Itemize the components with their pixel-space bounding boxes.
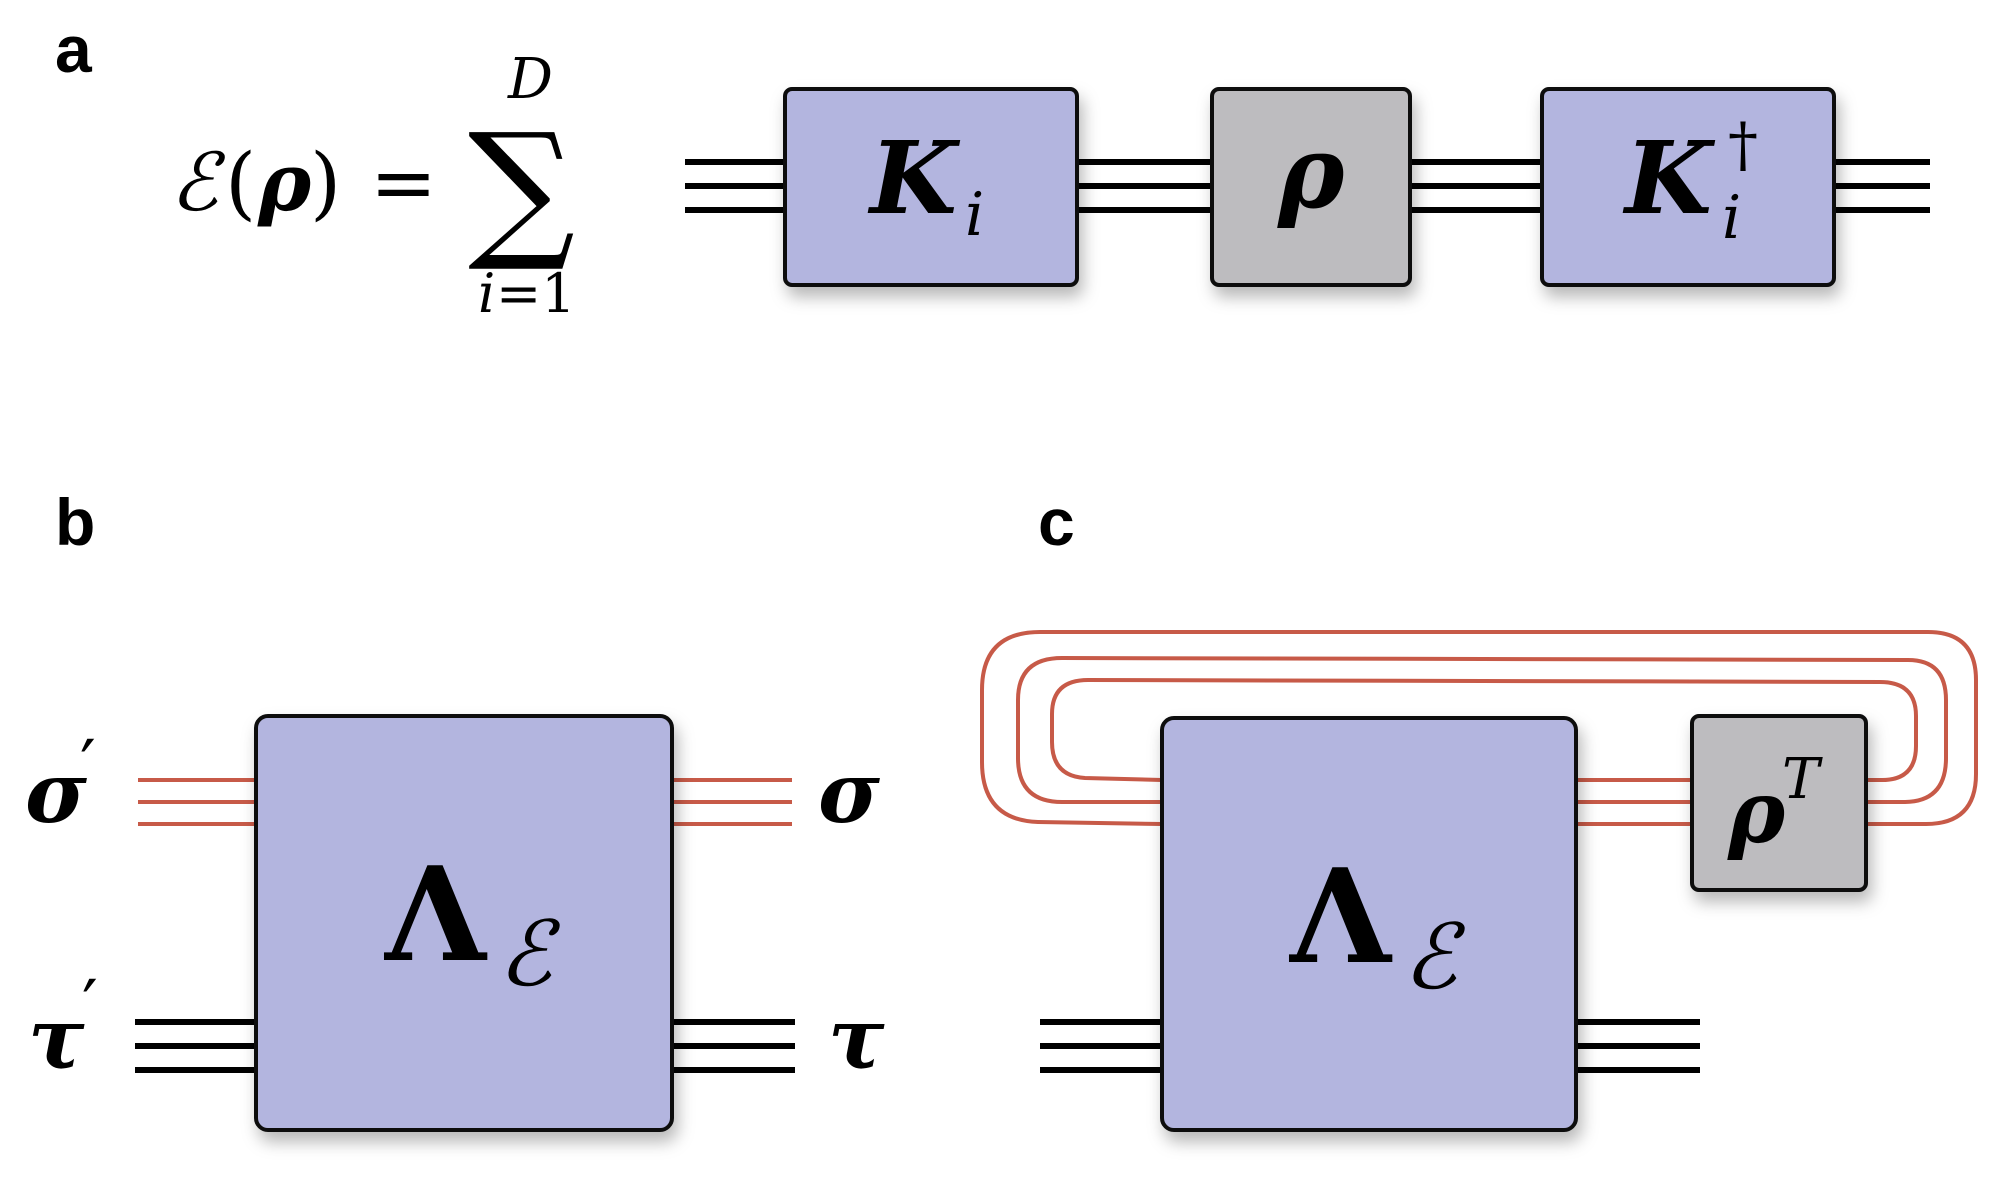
wire-k-to-rho xyxy=(1077,159,1212,213)
panel-a-wires xyxy=(685,159,1930,213)
panel-c: Λ ℰ ρ T xyxy=(980,630,1978,1132)
wire-rho-to-kdagger xyxy=(1410,159,1542,213)
sigma-wires xyxy=(672,778,792,826)
rho-transpose-box: ρ T xyxy=(1690,714,1868,892)
sigma-prime-symbol: σ xyxy=(25,743,87,842)
label-sigma-prime: σ ′ xyxy=(25,725,96,842)
tau-prime-mark: ′ xyxy=(82,965,98,1047)
kraus-operator-symbol: K xyxy=(867,119,961,237)
label-tau-prime: τ ′ xyxy=(28,965,98,1088)
transpose-superscript: T xyxy=(1782,747,1823,812)
kraus-operator-index: i xyxy=(965,180,984,250)
choi-lambda-symbol: Λ xyxy=(383,838,488,991)
panel-label-c: c xyxy=(1038,485,1075,559)
wire-output xyxy=(1834,159,1930,213)
kraus-dagger-symbol: K xyxy=(1622,119,1716,237)
choi-channel-subscript-c: ℰ xyxy=(1403,905,1466,1010)
kraus-dagger-box: K i † xyxy=(1540,87,1836,287)
tau-wires xyxy=(672,1019,795,1073)
wire-input xyxy=(685,159,785,213)
choi-matrix-box: Λ ℰ xyxy=(254,714,674,1132)
kraus-equation: ℰ ( ρ ) = ∑ D i =1 xyxy=(170,47,576,325)
dagger-symbol: † xyxy=(1728,110,1758,180)
sum-symbol: ∑ xyxy=(468,102,575,276)
density-matrix-box: ρ xyxy=(1210,87,1412,287)
choi-matrix-box-c: Λ ℰ xyxy=(1160,716,1578,1132)
output-system-wires xyxy=(1576,1019,1700,1073)
sum-lower-value: =1 xyxy=(496,262,576,325)
panel-label-b: b xyxy=(55,485,95,559)
channel-symbol: ℰ xyxy=(170,136,226,229)
rho-transpose-symbol: ρ xyxy=(1727,762,1786,863)
label-sigma: σ xyxy=(818,743,880,842)
sum-upper-limit: D xyxy=(507,47,553,112)
tau-prime-symbol: τ xyxy=(28,989,85,1088)
panel-label-a: a xyxy=(55,12,93,86)
input-system-wires xyxy=(1040,1019,1162,1073)
density-matrix-symbol: ρ xyxy=(1277,113,1345,231)
kraus-operator-box: K i xyxy=(783,87,1079,287)
panel-b: Λ ℰ σ ′ τ ′ σ τ xyxy=(25,714,885,1132)
close-paren: ) xyxy=(310,136,341,229)
sum-lower-index: i xyxy=(478,262,495,325)
environment-loop-wires xyxy=(980,630,1978,826)
tau-prime-wires xyxy=(135,1019,256,1073)
open-paren: ( xyxy=(225,136,256,229)
sigma-prime-wires xyxy=(138,778,256,826)
kraus-dagger-index: i xyxy=(1722,183,1741,253)
equals-sign: = xyxy=(370,136,437,229)
choi-lambda-symbol-c: Λ xyxy=(1288,840,1393,993)
choi-channel-subscript: ℰ xyxy=(498,902,561,1007)
label-tau: τ xyxy=(828,989,885,1088)
choi-to-rhoT-wires xyxy=(1576,778,1692,826)
rho-argument: ρ xyxy=(257,135,312,229)
sigma-prime-mark: ′ xyxy=(80,725,96,807)
